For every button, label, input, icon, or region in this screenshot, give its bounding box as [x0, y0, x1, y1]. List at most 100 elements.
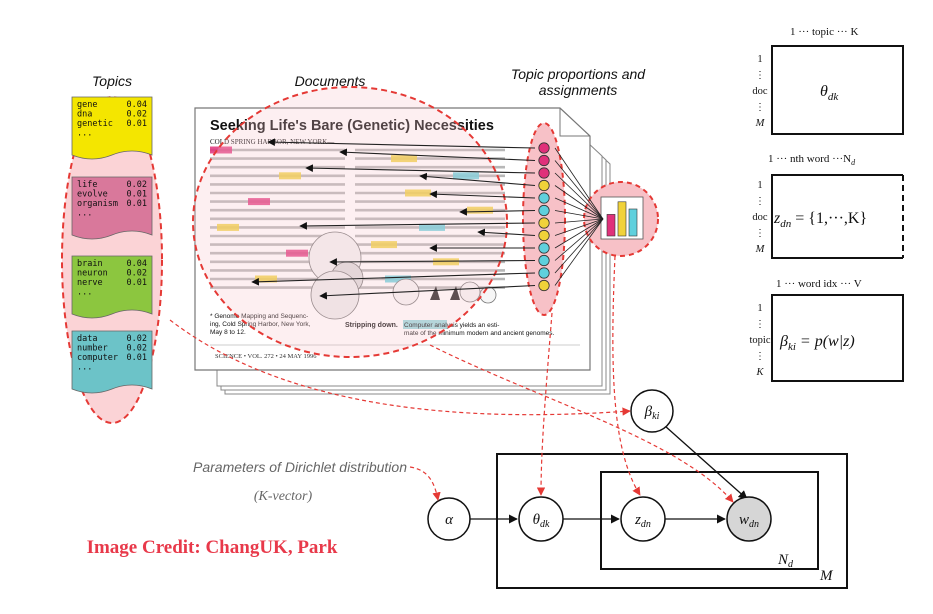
alpha-node [427, 497, 471, 541]
topic-assignment-dot [538, 229, 550, 242]
matrix-row-label: doc [752, 212, 768, 223]
word-assignment-arrows [251, 138, 536, 300]
caption-bold: Stripping down. [345, 322, 398, 329]
topic-word-prob: 0.01 [127, 190, 147, 200]
matrix-row-label: ⋮ [755, 196, 765, 207]
histogram-bar [628, 208, 638, 237]
z-box [771, 174, 903, 259]
theta-row-labels: 1⋮doc⋮M [752, 54, 768, 129]
topic-card: life 0.02 evolve 0.01 organism 0.01... [71, 176, 153, 240]
matrix-row-label: ⋮ [755, 319, 765, 330]
beta-col-header: 1 ··· word idx ··· V [776, 278, 862, 290]
z-row-labels: 1 ⋮ doc ⋮ M [752, 180, 768, 255]
caption-highlight [403, 320, 447, 329]
z-col-header: 1 ··· nth word ···Nd [768, 153, 856, 167]
topic-card-shape [71, 330, 153, 394]
topic-word-prob: 0.02 [127, 269, 147, 279]
matrix-row-label: M [755, 118, 766, 129]
topic-word-prob: 0.01 [127, 199, 147, 209]
topic-word-prob: 0.01 [127, 119, 147, 129]
topic-word: organism [77, 199, 118, 209]
matrix-row-label: doc [752, 86, 768, 97]
topic-word: evolve [77, 190, 108, 200]
w-node-observed [726, 496, 772, 542]
topic-assignment-dot [538, 167, 550, 179]
topic-word-prob: 0.02 [127, 110, 147, 120]
topic-word-prob: 0.01 [127, 353, 147, 363]
beta-row-labels: 1 ⋮ topic ⋮ K [750, 303, 771, 378]
theta-box [771, 45, 904, 135]
footnote-line-3: May 8 to 12. [210, 329, 246, 336]
z-node [620, 496, 666, 542]
matrix-row-label: ⋮ [755, 228, 765, 239]
topic-word-prob: 0.02 [127, 334, 147, 344]
z-matrix-label: zdn = {1,···,K} [773, 210, 867, 230]
proportions-header-line-2: assignments [539, 82, 618, 98]
topic-word: gene [77, 100, 97, 110]
topic-word: data [77, 334, 97, 344]
matrix-row-label: K [755, 367, 764, 378]
caption-line-2: mate of the minimum modern and ancient g… [404, 330, 554, 337]
proportions-header-line-1: Topic proportions and [511, 66, 646, 82]
plate-inner-label: Nd [777, 552, 794, 570]
matrix-row-label: 1 [757, 180, 762, 191]
histogram-bar [606, 214, 616, 237]
documents-words-ellipse [192, 86, 508, 358]
beta-matrix-label: βki = p(w|z) [779, 333, 855, 353]
topic-word-prob: 0.02 [127, 180, 147, 190]
dirichlet-annotation-line-1: Parameters of Dirichlet distribution [193, 459, 407, 475]
topic-card-shape [71, 96, 153, 160]
topic-word: ... [77, 209, 92, 219]
topic-assignment-dot [538, 217, 550, 229]
z-matrix: 1 ··· nth word ···Nd 1 ⋮ doc ⋮ M zdn = {1,··… [752, 153, 904, 259]
theta-matrix: 1 ··· topic ··· K 1⋮doc⋮M θdk [752, 26, 904, 135]
topic-word: genetic [77, 119, 113, 129]
topic-word: number [77, 344, 108, 354]
topic-word: neuron [77, 269, 108, 279]
matrix-row-label: 1 [757, 303, 762, 314]
topic-word: computer [77, 353, 118, 363]
red-dashed-connectors [169, 255, 734, 503]
topics-header: Topics [92, 73, 132, 89]
topic-card-shape [71, 255, 153, 319]
topic-assignment-dot [538, 142, 550, 154]
topic-assignment-dots [538, 142, 550, 292]
theta-node [518, 496, 564, 542]
topic-dot-links [554, 147, 604, 286]
topic-word: dna [77, 110, 92, 120]
matrix-row-label: 1 [757, 54, 762, 65]
beta-box [771, 294, 904, 382]
matrix-row-label: M [755, 244, 766, 255]
footnote-line-1: * Genome Mapping and Sequenc- [210, 313, 308, 320]
article-title: Seeking Life's Bare (Genetic) Necessitie… [210, 118, 494, 134]
topic-word-prob: 0.04 [127, 259, 147, 269]
histogram-bars [606, 201, 638, 237]
topic-cards: gene 0.04 dna 0.02 genetic 0.01... life 0.02 evo… [71, 96, 153, 394]
topic-word: life [77, 180, 97, 190]
theta-matrix-label: θdk [820, 83, 839, 103]
topic-assignment-dot [538, 192, 550, 204]
z-node-label: zdn [634, 512, 651, 530]
topic-assignment-dot [538, 254, 550, 267]
beta-matrix: 1 ··· word idx ··· V 1 ⋮ topic ⋮ K βki = p(w… [750, 278, 904, 382]
article-footer: SCIENCE • VOL. 272 • 24 MAY 1996 [215, 353, 317, 360]
topic-assignment-dot [538, 179, 550, 192]
topic-assignment-dot [538, 154, 550, 167]
beta-node-label: βki [644, 404, 660, 422]
topic-assignment-dot [538, 279, 550, 292]
topic-word-prob: 0.04 [127, 100, 147, 110]
theta-node-label: θdk [533, 512, 550, 530]
matrix-row-label: ⋮ [755, 351, 765, 362]
matrix-row-label: topic [750, 335, 771, 346]
alpha-node-label: α [445, 512, 454, 528]
topic-word-prob: 0.02 [127, 344, 147, 354]
topic-assignment-dot [538, 267, 550, 279]
topic-word: brain [77, 259, 103, 269]
footnote-line-2: ing, Cold Spring Harbor, New York, [210, 321, 311, 328]
topic-assignment-dot [538, 204, 550, 217]
documents-header: Documents [295, 73, 366, 89]
